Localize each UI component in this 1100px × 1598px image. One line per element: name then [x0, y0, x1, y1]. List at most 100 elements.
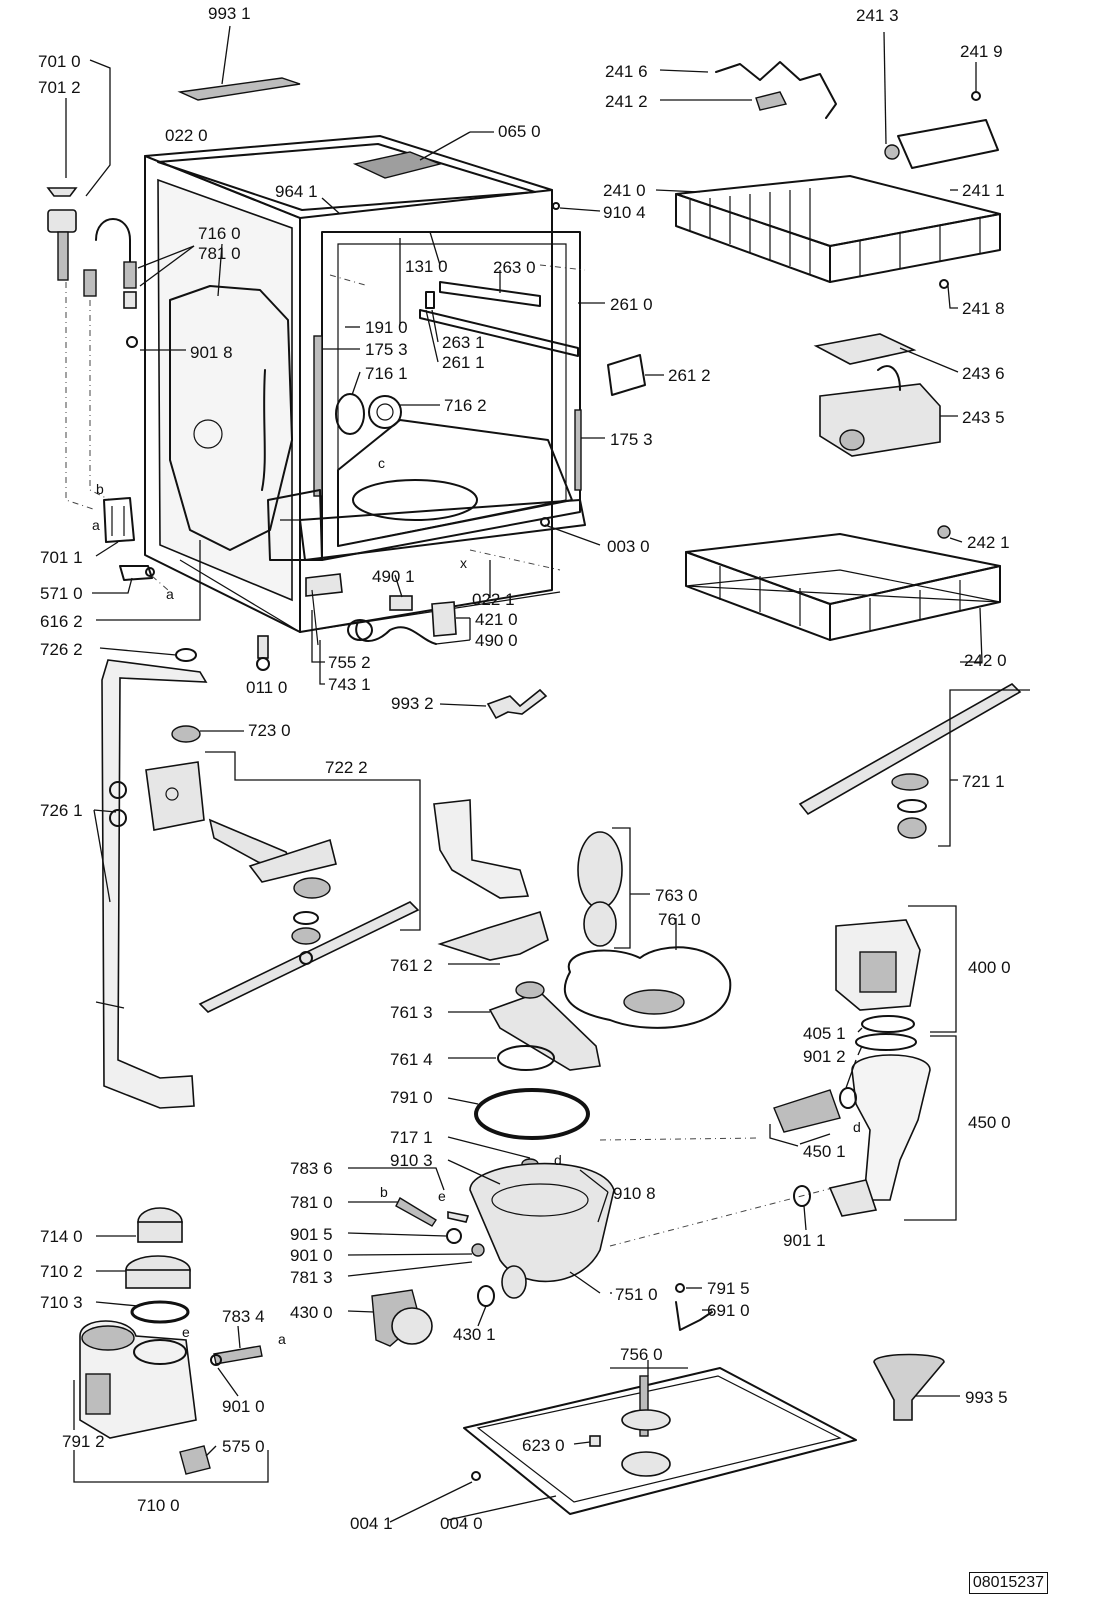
callout-450-0: 450 0	[968, 1113, 1011, 1132]
lower-basket	[685, 525, 1001, 663]
callout-241-0: 241 0	[603, 181, 646, 200]
callout-993-5: 993 5	[965, 1388, 1008, 1407]
callout-993-1: 993 1	[208, 4, 251, 23]
callout-243-5: 243 5	[962, 408, 1005, 427]
drain-pump-group	[769, 905, 957, 1231]
callout-b-mid: b	[380, 1184, 388, 1200]
upper-basket	[655, 31, 1001, 309]
callout-910-8: 910 8	[613, 1184, 656, 1203]
callout-011-0: 011 0	[246, 678, 288, 697]
callout-755-2: 755 2	[328, 653, 371, 672]
callout-761-0: 761 0	[658, 910, 701, 929]
callout-964-1: 964 1	[275, 182, 318, 201]
callout-722-2: 722 2	[325, 758, 368, 777]
document-number: 08015237	[968, 1572, 1048, 1594]
callout-714-0: 714 0	[40, 1227, 83, 1246]
base-plate	[389, 1360, 857, 1523]
callout-004-0: 004 0	[440, 1514, 483, 1533]
upper-spray-arm	[798, 683, 1030, 847]
callout-783-4: 783 4	[222, 1307, 265, 1326]
circulation-pipe	[93, 647, 208, 1109]
callout-791-2: 791 2	[62, 1432, 105, 1451]
callout-430-1: 430 1	[453, 1325, 496, 1344]
callout-405-1: 405 1	[803, 1024, 846, 1043]
callout-e-low: e	[182, 1324, 190, 1340]
callout-a-571: a	[166, 586, 174, 602]
callout-a-783: a	[278, 1331, 286, 1347]
callout-b-top: b	[96, 481, 104, 497]
callout-241-8: 241 8	[962, 299, 1005, 318]
lower-spray-arm-group	[145, 725, 421, 1013]
callout-191-0: 191 0	[365, 318, 408, 337]
callout-710-0: 710 0	[137, 1496, 180, 1515]
callout-901-1: 901 1	[783, 1231, 826, 1250]
callout-910-4: 910 4	[603, 203, 646, 222]
callout-716-0: 716 0	[198, 224, 241, 243]
callout-022-1: 022 1	[472, 590, 515, 609]
callout-263-0: 263 0	[493, 258, 536, 277]
callout-571-0: 571 0	[40, 584, 83, 603]
callout-175-3-b: 175 3	[610, 430, 653, 449]
callout-623-0: 623 0	[522, 1436, 565, 1455]
callout-901-2: 901 2	[803, 1047, 846, 1066]
callout-781-3: 781 3	[290, 1268, 333, 1287]
sump-pump-group	[347, 799, 841, 1347]
callout-490-0: 490 0	[475, 631, 518, 650]
callout-241-9: 241 9	[960, 42, 1003, 61]
callout-901-5: 901 5	[290, 1225, 333, 1244]
callout-723-0: 723 0	[248, 721, 291, 740]
callout-726-2: 726 2	[40, 640, 83, 659]
callout-241-3: 241 3	[856, 6, 899, 25]
callout-242-1: 242 1	[967, 533, 1010, 552]
callout-993-2: 993 2	[391, 694, 434, 713]
callout-781-0-mid: 781 0	[290, 1193, 333, 1212]
callout-781-0-top: 781 0	[198, 244, 241, 263]
callout-763-0: 763 0	[655, 886, 698, 905]
callout-726-1: 726 1	[40, 801, 83, 820]
callout-430-0: 430 0	[290, 1303, 333, 1322]
callout-e-mid: e	[438, 1188, 446, 1204]
callout-616-2: 616 2	[40, 612, 83, 631]
callout-701-2: 701 2	[38, 78, 81, 97]
callout-261-0: 261 0	[610, 295, 653, 314]
callout-716-1: 716 1	[365, 364, 408, 383]
callout-241-1: 241 1	[962, 181, 1005, 200]
callout-751-0: 751 0	[615, 1285, 658, 1304]
callout-d-right: d	[853, 1119, 861, 1135]
callout-421-0: 421 0	[475, 610, 518, 629]
callout-261-1: 261 1	[442, 353, 485, 372]
callout-716-2: 716 2	[444, 396, 487, 415]
callout-761-4: 761 4	[390, 1050, 433, 1069]
callout-743-1: 743 1	[328, 675, 371, 694]
callout-761-2: 761 2	[390, 956, 433, 975]
callout-756-0: 756 0	[620, 1345, 663, 1364]
water-softener	[73, 1207, 269, 1483]
callout-791-5: 791 5	[707, 1279, 750, 1298]
callout-901-8: 901 8	[190, 343, 233, 362]
callout-263-1: 263 1	[442, 333, 485, 352]
callout-065-0: 065 0	[498, 122, 541, 141]
callout-003-0: 003 0	[607, 537, 650, 556]
callout-721-1: 721 1	[962, 772, 1005, 791]
callout-710-3: 710 3	[40, 1293, 83, 1312]
callout-241-6: 241 6	[605, 62, 648, 81]
inlet-valve-group	[46, 59, 201, 621]
callout-701-0: 701 0	[38, 52, 81, 71]
callout-691-0: 691 0	[707, 1301, 750, 1320]
callout-004-1: 004 1	[350, 1514, 393, 1533]
callout-450-1: 450 1	[803, 1142, 846, 1161]
callout-175-3-a: 175 3	[365, 340, 408, 359]
bottom-center-parts	[256, 549, 561, 720]
callout-901-0-low: 901 0	[222, 1397, 265, 1416]
callout-710-2: 710 2	[40, 1262, 83, 1281]
callout-575-0: 575 0	[222, 1437, 265, 1456]
salt-funnel	[873, 1353, 960, 1421]
callout-131-0: 131 0	[405, 257, 448, 276]
callout-703-c: c	[378, 455, 385, 471]
callout-261-2: 261 2	[668, 366, 711, 385]
callout-400-0: 400 0	[968, 958, 1011, 977]
callout-901-0-mid: 901 0	[290, 1246, 333, 1265]
callout-910-3: 910 3	[390, 1151, 433, 1170]
